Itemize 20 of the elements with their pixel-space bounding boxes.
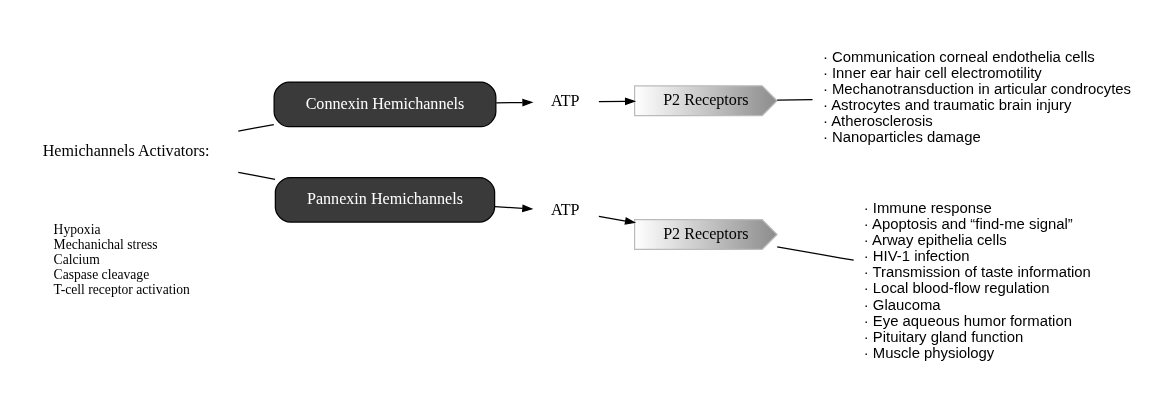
label: Hypoxia [53, 222, 101, 238]
node-text: ATP [550, 201, 580, 219]
label: Caspase cleavage [53, 266, 150, 282]
connector [776, 246, 855, 261]
node-box: Connexin Hemichannels [273, 81, 497, 128]
node-box: Pannexin Hemichannels [274, 176, 496, 223]
arrow [598, 97, 637, 106]
label: Calcium [53, 251, 100, 267]
connector [237, 123, 275, 132]
arrow [495, 98, 534, 107]
label: Mechanichal stress [53, 237, 158, 253]
node-text: ATP [550, 92, 580, 110]
connector [776, 99, 814, 101]
label: T-cell receptor activation [53, 281, 190, 297]
node-text: Hemichannels Activators: [42, 141, 210, 159]
node-text: · Communication corneal endothelia cells · Inner ear hair cell electromotility · Mechanotransduction in articular condrocytes · Astrocytes and traumatic brain injury · Atherosclerosis · Nanoparticles damage [822, 48, 1131, 146]
node-text: · Immune response · Apoptosis and “find-me signal” · Arway epithelia cells · HIV-1 infection · Transmission of taste information · Local blood-flow regulation · Glaucoma · Eye aqueous humor formation · Pituitary gland function · Muscle physiology [863, 199, 1091, 361]
arrow [598, 215, 637, 225]
connector [237, 171, 276, 180]
arrow [494, 204, 534, 213]
